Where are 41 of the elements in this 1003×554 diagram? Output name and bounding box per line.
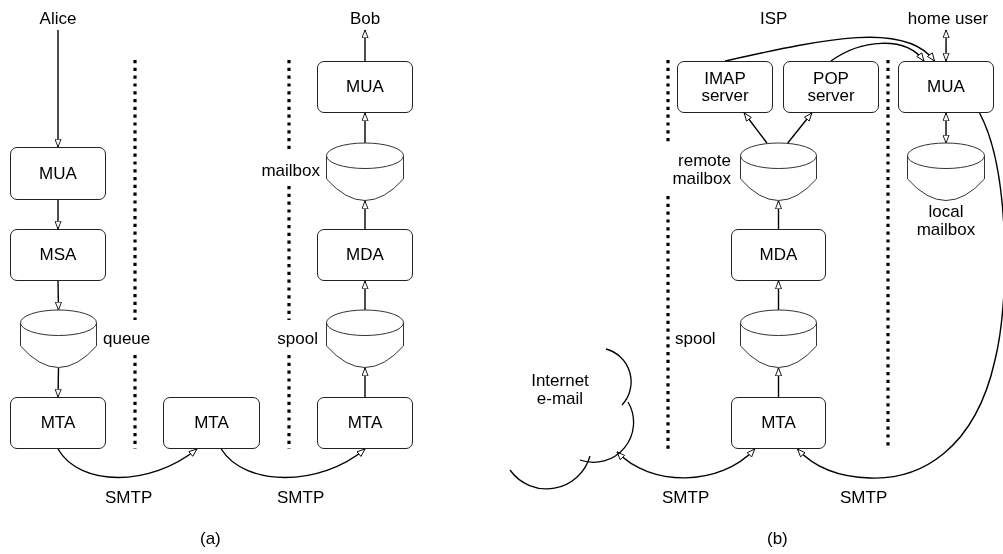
process-box: IMAP server: [677, 61, 773, 113]
process-box: MUA: [317, 61, 413, 113]
process-box: MUA: [898, 61, 994, 113]
arrow: [220, 448, 366, 479]
arrow: [616, 448, 756, 479]
arrow: [361, 280, 369, 311]
arrow: [54, 367, 62, 398]
arrow: [724, 36, 936, 62]
arrow: [775, 367, 782, 398]
storage-cylinder: [20, 310, 97, 368]
person-label: Bob: [345, 8, 385, 30]
person-label: Alice: [30, 8, 86, 30]
arrow: [942, 112, 950, 144]
process-box: MUA: [10, 147, 106, 200]
arrow: [57, 448, 198, 479]
arrow: [54, 199, 62, 230]
storage-cylinder: [740, 310, 817, 368]
arrow: [775, 280, 782, 311]
process-box: MDA: [317, 229, 413, 281]
arrow: [787, 112, 813, 144]
arrow: [775, 200, 782, 230]
cloud-label: Internet e-mail: [530, 372, 590, 408]
arrow: [743, 112, 768, 144]
panel-caption: (b): [767, 528, 788, 550]
arrow: [830, 42, 925, 62]
process-box: MTA: [10, 397, 106, 449]
process-box: MTA: [317, 397, 413, 449]
process-box: POP server: [783, 61, 879, 113]
storage-cylinder: [907, 143, 985, 201]
arrow: [796, 112, 1003, 479]
arrow: [54, 280, 62, 311]
process-box: MTA: [163, 397, 260, 449]
process-box: MTA: [731, 397, 826, 449]
process-box: MSA: [10, 229, 106, 281]
panel-caption: (a): [200, 528, 221, 550]
process-box: MDA: [731, 229, 826, 281]
storage-cylinder: [326, 310, 404, 368]
storage-cylinder: [326, 143, 404, 201]
storage-cylinder: [740, 143, 817, 201]
group-label: ISP: [760, 8, 788, 30]
person-label: home user: [895, 8, 1001, 30]
